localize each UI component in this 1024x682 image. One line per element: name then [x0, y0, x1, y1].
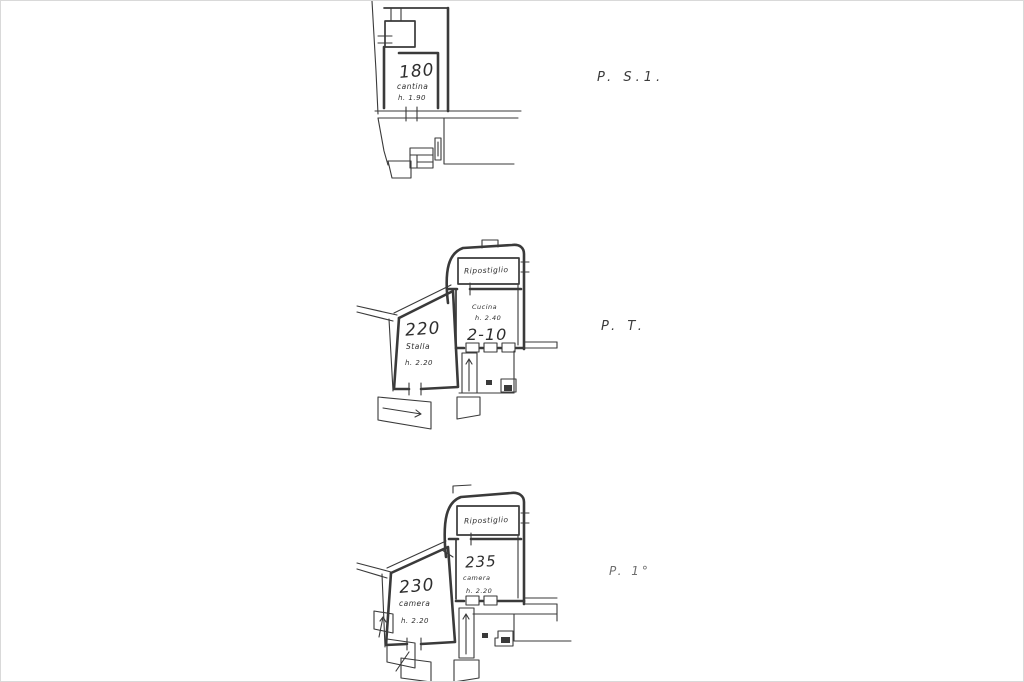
room-name: cantina — [397, 82, 428, 91]
plan-ground-floor: Ripostiglio Cucina h. 2.40 2-10 220 — [356, 239, 646, 430]
floor-label-basement: P. S.1. — [597, 70, 664, 85]
room-number: 180 — [398, 60, 435, 83]
room-height: h. 1.90 — [398, 94, 426, 102]
room-height: h. 2.40 — [475, 314, 501, 322]
room-name: Stalla — [406, 342, 430, 351]
room-camera-230: 230 camera h. 2.20 — [398, 575, 435, 625]
room-name: Ripostiglio — [464, 515, 509, 526]
stairs-first-middle — [453, 607, 480, 681]
room-number: 235 — [465, 552, 498, 572]
room-name: camera — [399, 599, 430, 608]
stairs-basement — [387, 160, 412, 179]
room-height: h. 2.20 — [466, 587, 492, 595]
room-number: 220 — [404, 318, 441, 340]
stairs-first-left — [373, 610, 432, 681]
floor-label-ground: P. T. — [601, 319, 646, 334]
plan-first-floor: Ripostiglio 235 camera h. 2.20 230 — [356, 484, 651, 681]
room-cucina: Cucina h. 2.40 2-10 — [467, 303, 507, 344]
room-number: 230 — [398, 575, 435, 598]
room-ripostiglio-p1: Ripostiglio — [464, 515, 509, 526]
room-cantina: 180 cantina h. 1.90 — [397, 60, 435, 102]
room-name: Cucina — [472, 303, 497, 311]
room-name: camera — [463, 574, 491, 582]
room-stalla: 220 Stalla h. 2.20 — [404, 318, 441, 367]
room-height: h. 2.20 — [401, 617, 429, 625]
floor-label-first: P. 1° — [609, 564, 651, 578]
room-ripostiglio-pt: Ripostiglio — [464, 265, 509, 276]
room-name: Ripostiglio — [464, 265, 509, 276]
room-camera-235: 235 camera h. 2.20 — [463, 552, 497, 595]
stairs-ground-left — [377, 396, 432, 430]
stairs-ground-middle — [456, 352, 481, 420]
plan-basement: 180 cantina h. 1.90 P. S.1. — [371, 1, 664, 179]
room-number: 2-10 — [467, 325, 507, 344]
room-height: h. 2.20 — [405, 359, 433, 367]
